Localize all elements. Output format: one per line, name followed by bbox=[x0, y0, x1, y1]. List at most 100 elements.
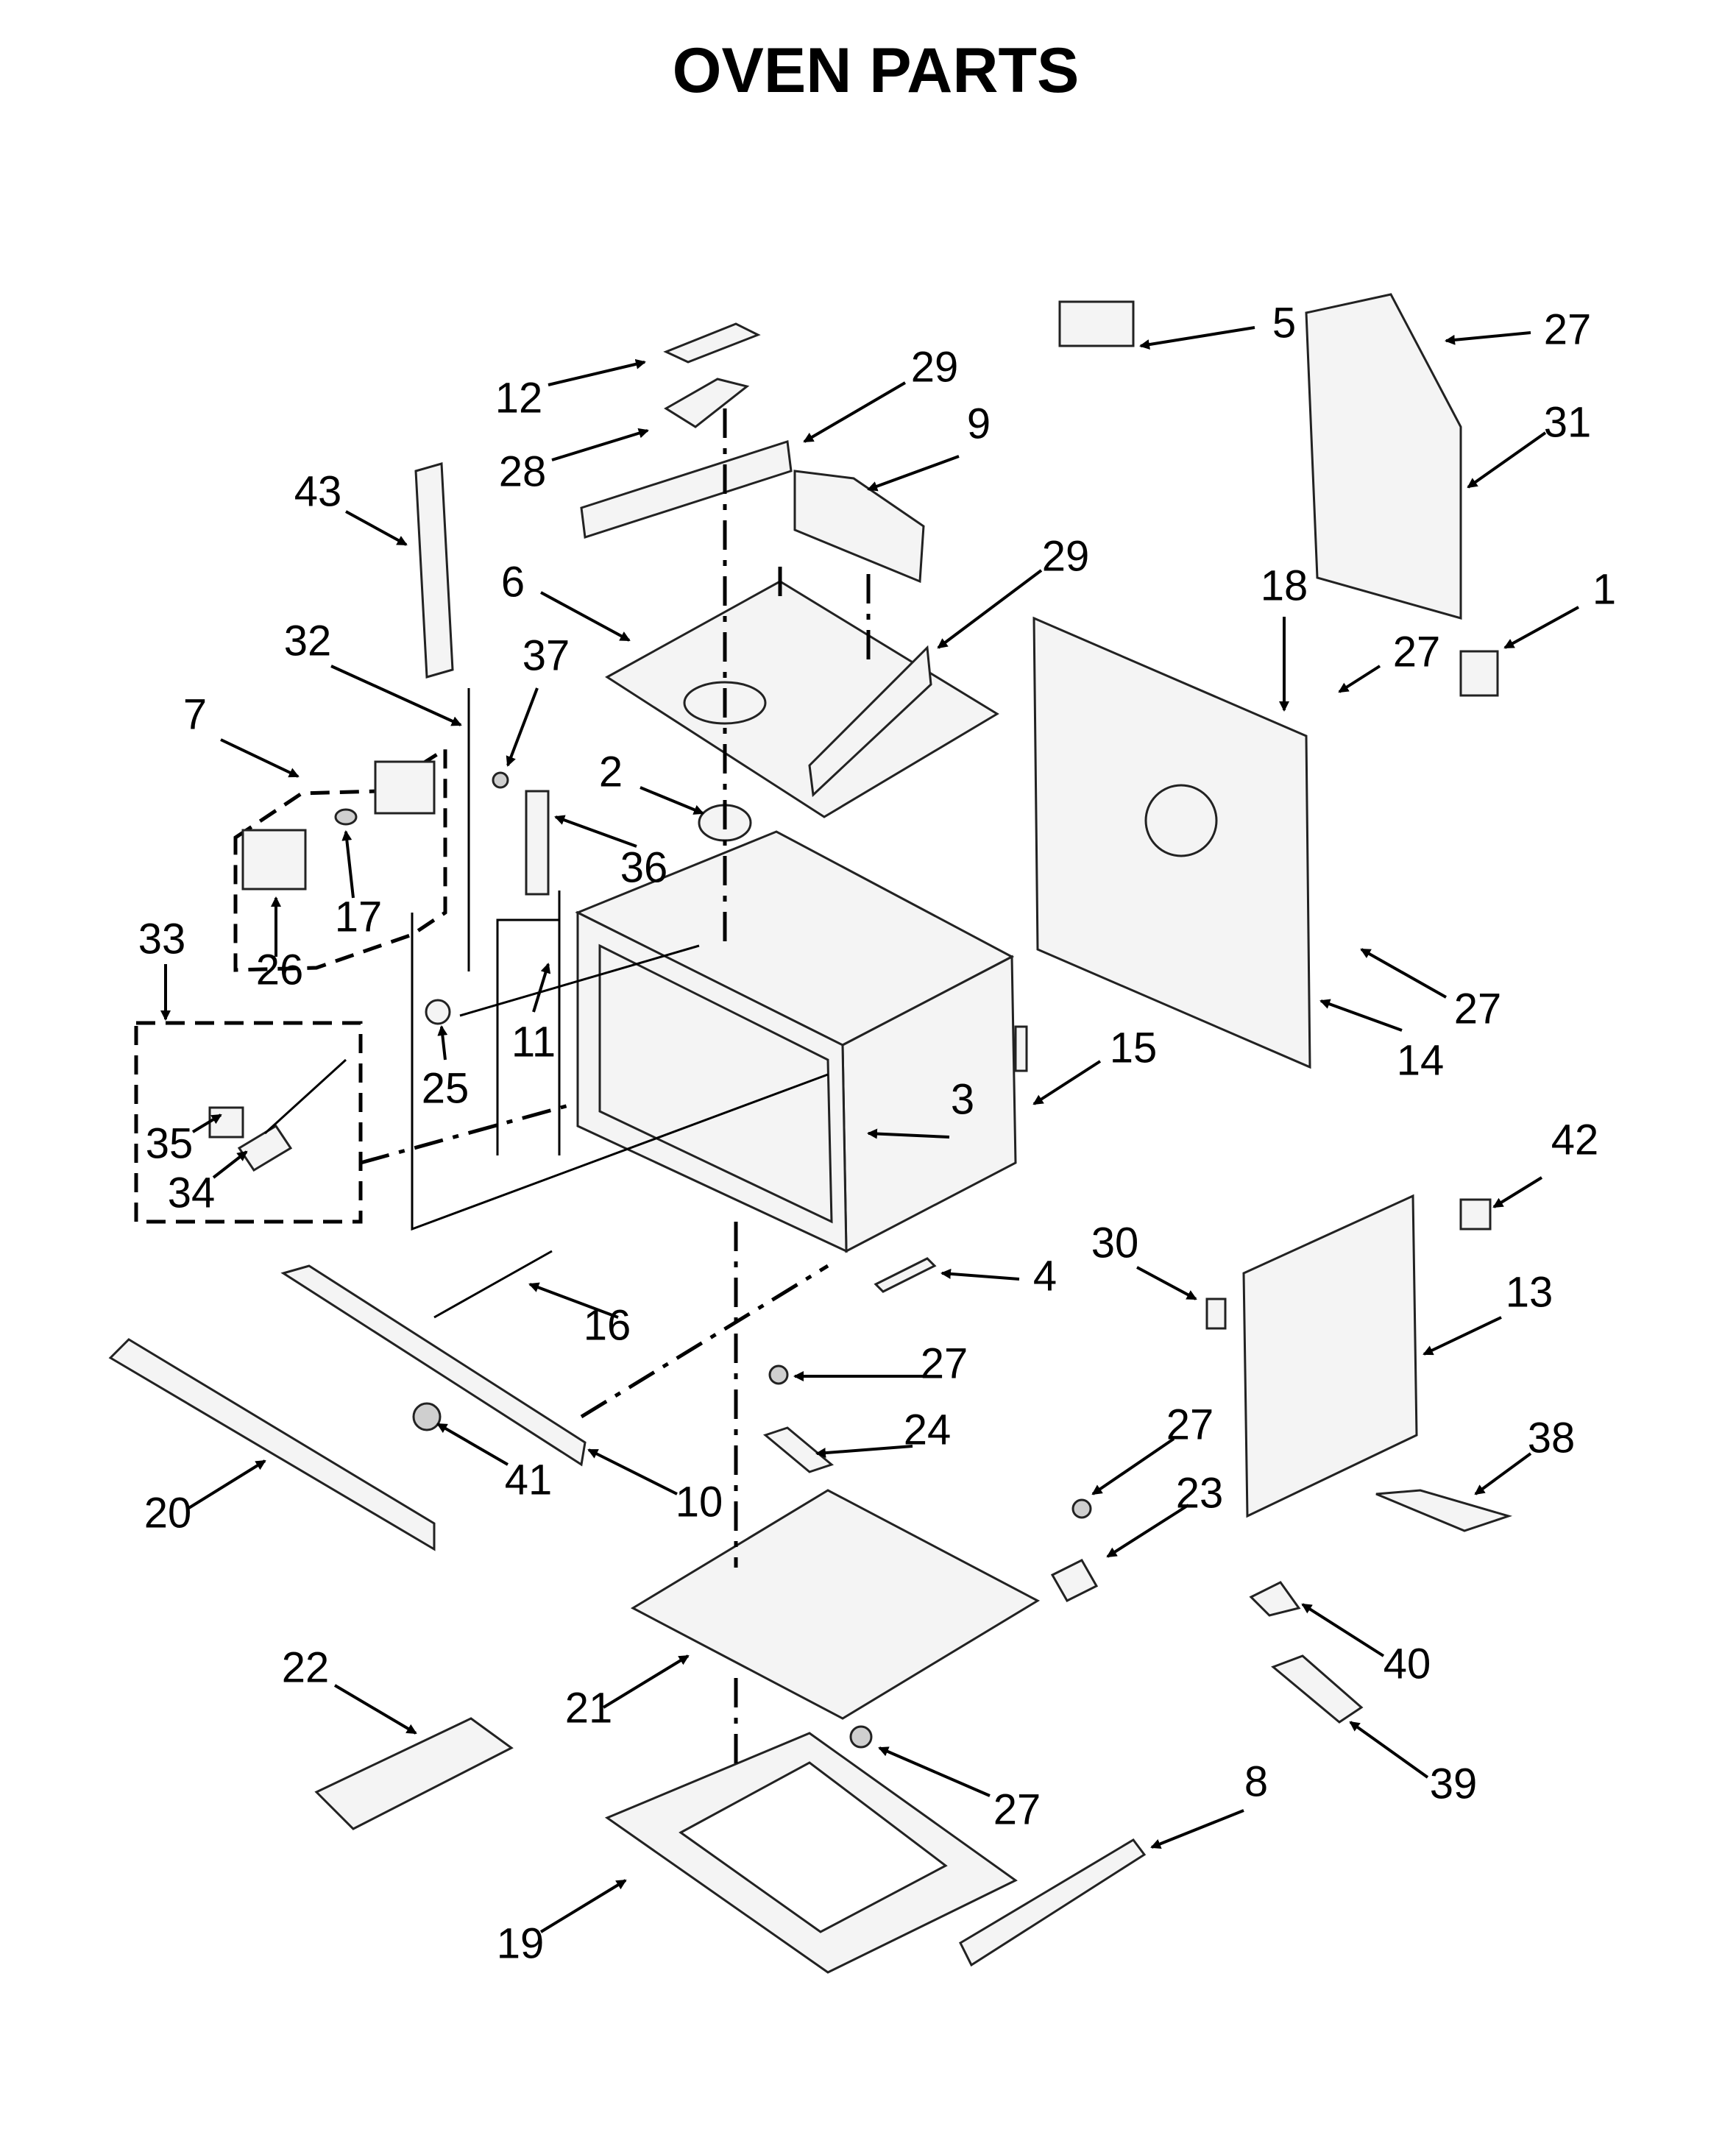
callout-25: 25 bbox=[422, 1064, 470, 1112]
part-6-top-panel bbox=[605, 580, 999, 818]
leader-29a bbox=[803, 381, 907, 443]
part-29-top-rail bbox=[580, 440, 793, 539]
part-4-bracket bbox=[874, 1257, 937, 1293]
callout-41: 41 bbox=[505, 1456, 553, 1504]
callout-16: 16 bbox=[584, 1301, 631, 1349]
part-13-side-panel bbox=[1242, 1194, 1418, 1518]
callout-30: 30 bbox=[1091, 1219, 1139, 1267]
callout-27-bottom: 27 bbox=[993, 1785, 1041, 1833]
part-38-plate bbox=[1375, 1489, 1513, 1532]
callout-34: 34 bbox=[168, 1169, 216, 1217]
callout-1: 1 bbox=[1592, 565, 1616, 613]
leader-6 bbox=[540, 591, 631, 642]
leader-43 bbox=[345, 510, 408, 546]
callout-37: 37 bbox=[522, 631, 570, 679]
leader-12 bbox=[548, 358, 646, 386]
part-31-side-panel bbox=[1305, 293, 1462, 620]
part-1-clip bbox=[1459, 650, 1499, 697]
callout-27-rear-upper: 27 bbox=[1393, 628, 1441, 676]
part-9-duct bbox=[793, 470, 925, 584]
callout-17: 17 bbox=[335, 893, 383, 941]
assembly-line-9 bbox=[459, 944, 700, 1017]
leader-28 bbox=[551, 428, 649, 461]
leader-31 bbox=[1467, 431, 1547, 489]
leader-22 bbox=[333, 1684, 417, 1735]
part-25-knob bbox=[425, 999, 451, 1025]
part-3-cavity-opening bbox=[598, 943, 833, 1224]
callout-15: 15 bbox=[1110, 1024, 1158, 1072]
callout-40: 40 bbox=[1384, 1640, 1431, 1688]
leader-17 bbox=[341, 830, 355, 899]
callout-39: 39 bbox=[1430, 1760, 1478, 1808]
leader-37 bbox=[506, 687, 539, 767]
leader-32 bbox=[330, 665, 462, 726]
leader-1 bbox=[1503, 606, 1579, 649]
callout-31: 31 bbox=[1544, 398, 1592, 446]
part-24-bracket bbox=[762, 1426, 835, 1473]
part-17-light bbox=[334, 808, 358, 826]
callout-32: 32 bbox=[284, 617, 332, 665]
assembly-lines bbox=[360, 408, 871, 1774]
part-42-clip bbox=[1459, 1198, 1492, 1231]
part-33-wire bbox=[263, 1058, 347, 1135]
leader-8 bbox=[1150, 1809, 1244, 1849]
part-23-clip bbox=[1050, 1559, 1099, 1602]
part-27-screw-b bbox=[1071, 1498, 1092, 1519]
callout-21: 21 bbox=[565, 1684, 613, 1732]
callout-29-lower: 29 bbox=[1042, 532, 1090, 580]
callout-14: 14 bbox=[1397, 1036, 1445, 1084]
leader-34 bbox=[212, 1150, 248, 1179]
leader-4 bbox=[940, 1268, 1020, 1281]
part-40-bracket bbox=[1249, 1581, 1301, 1617]
leader-27c bbox=[1360, 948, 1447, 999]
part-41-screw bbox=[412, 1402, 442, 1431]
assembly-line-8 bbox=[411, 913, 829, 1231]
part-36-hinge bbox=[525, 790, 550, 896]
callout-19: 19 bbox=[497, 1919, 545, 1967]
leader-38 bbox=[1474, 1452, 1532, 1495]
callout-26: 26 bbox=[256, 946, 304, 994]
leader-24 bbox=[815, 1445, 913, 1459]
leader-23 bbox=[1106, 1504, 1190, 1558]
leader-27a bbox=[1445, 331, 1531, 345]
leader-5 bbox=[1139, 326, 1255, 350]
leader-29b bbox=[937, 569, 1043, 649]
part-5-switch bbox=[1058, 300, 1135, 347]
callout-42: 42 bbox=[1551, 1116, 1599, 1164]
callout-13: 13 bbox=[1506, 1268, 1553, 1316]
part-37-screw bbox=[492, 771, 509, 789]
leader-35 bbox=[191, 1114, 222, 1133]
leader-13 bbox=[1423, 1316, 1502, 1356]
leader-25 bbox=[437, 1025, 448, 1061]
part-7-board bbox=[374, 760, 436, 815]
part-22-frame bbox=[314, 1717, 514, 1830]
callout-labels: 12 28 29 9 6 29 5 27 31 1 18 27 27 14 43… bbox=[138, 299, 1616, 1967]
part-34-block bbox=[237, 1124, 293, 1172]
leader-21 bbox=[602, 1654, 690, 1709]
callout-12: 12 bbox=[495, 374, 543, 422]
callout-24: 24 bbox=[904, 1406, 952, 1454]
group-7-box bbox=[233, 746, 447, 972]
leader-39 bbox=[1349, 1721, 1429, 1779]
part-39-bracket bbox=[1271, 1654, 1364, 1724]
leader-27f bbox=[878, 1746, 991, 1797]
leader-3 bbox=[867, 1128, 950, 1139]
callout-27-right: 27 bbox=[1166, 1401, 1214, 1448]
callout-43: 43 bbox=[294, 467, 342, 515]
callout-35: 35 bbox=[146, 1119, 194, 1167]
callout-27-rear-lower: 27 bbox=[1454, 985, 1502, 1033]
callout-33: 33 bbox=[138, 915, 186, 963]
part-27-screw-c bbox=[849, 1725, 873, 1749]
callout-18: 18 bbox=[1261, 562, 1308, 609]
part-35-cap bbox=[208, 1106, 244, 1139]
leader-41 bbox=[436, 1423, 509, 1466]
part-10-rail bbox=[280, 1264, 587, 1467]
part-19-opening bbox=[679, 1761, 948, 1933]
part-21-bottom-panel bbox=[630, 1489, 1041, 1720]
callout-27-mid: 27 bbox=[921, 1339, 968, 1387]
leader-42 bbox=[1492, 1176, 1543, 1208]
part-14-fan-opening bbox=[1144, 784, 1218, 857]
assembly-line-7 bbox=[360, 1102, 575, 1165]
parts-layer bbox=[108, 293, 1513, 1974]
callout-2: 2 bbox=[599, 748, 623, 796]
